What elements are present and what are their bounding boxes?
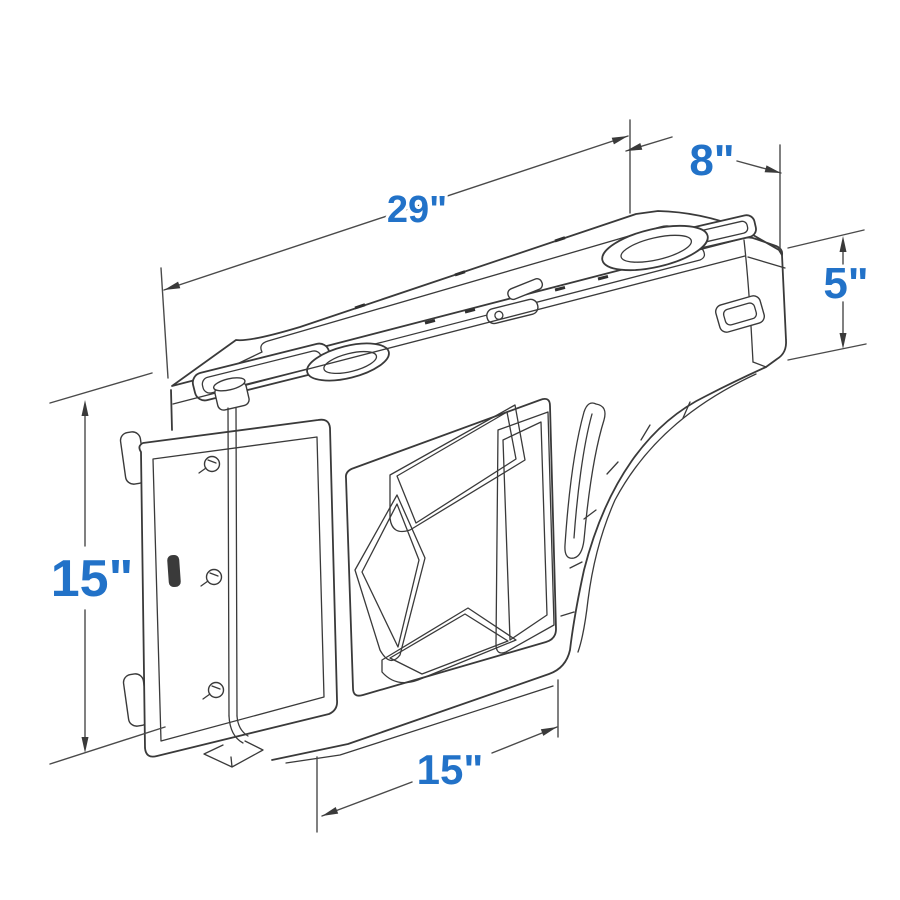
bolt-top [198,455,221,474]
dim-left-height-label: 15" [51,550,134,608]
top-face [171,210,784,402]
dim-end-height: 5" [787,229,872,361]
front-face-outline [170,366,767,764]
bolt-middle [200,568,223,587]
lid-seam [172,255,786,405]
lid-latch [486,278,544,325]
dim-base-length-label: 15" [417,746,484,793]
swoop-band-ticks [560,401,691,617]
pocket-bottom [381,607,517,684]
pivot-foot [203,740,264,768]
pocket-right [495,411,555,654]
right-cupholder [601,224,709,272]
bracket-slot [167,554,181,588]
dim-left-height: 15" [48,372,166,765]
end-handle-slot [714,295,766,333]
dim-top-depth-label: 8" [689,136,734,185]
dim-length: 29" [160,119,631,379]
bolt-bottom [202,681,225,700]
dim-length-label: 29" [387,189,447,231]
dim-top-depth: 8" [625,133,782,251]
toolbox-drawing [119,210,787,768]
pocket-top [389,404,526,533]
gusset-slot [564,402,606,559]
left-cupholder [306,342,390,382]
hinge-pin-boss [212,377,250,411]
dim-base-length: 15" [316,679,559,833]
dim-end-height-label: 5" [823,259,868,308]
bracket-door [138,418,338,758]
x-brace-panel [345,397,557,697]
hinge-rod [203,377,264,768]
mounting-bracket [119,418,338,758]
pocket-left [354,494,426,662]
end-cap [714,239,787,368]
